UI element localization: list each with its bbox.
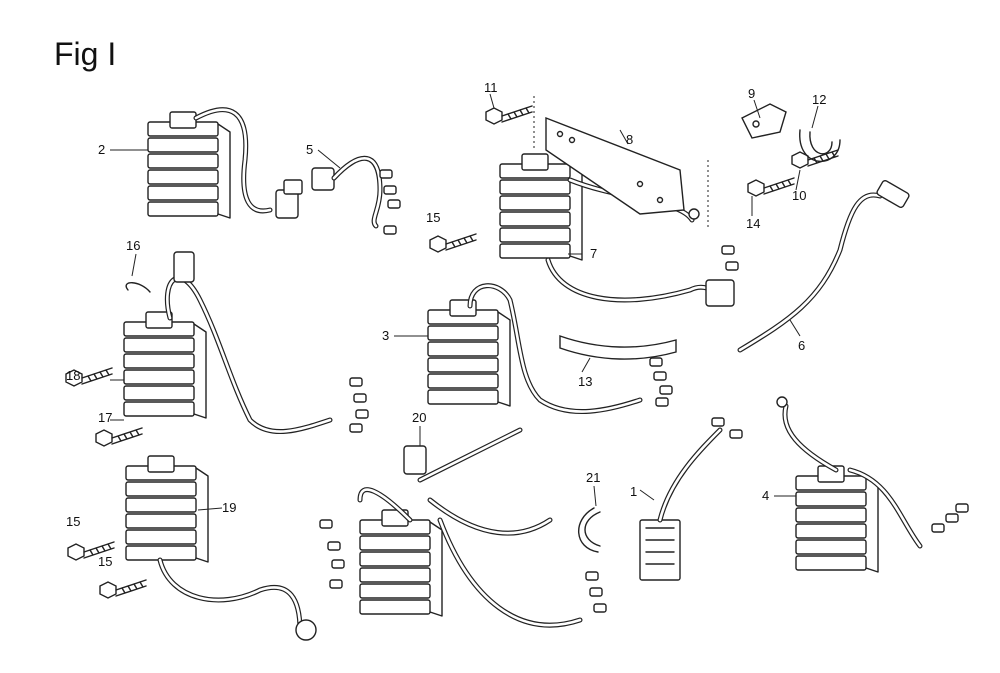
callout-6: 6 (798, 338, 805, 353)
callout-10: 10 (792, 188, 806, 203)
callout-19: 19 (222, 500, 236, 515)
callout-7: 7 (590, 246, 597, 261)
callout-15-bottom: 15 (98, 554, 112, 569)
callout-1: 1 (630, 484, 637, 499)
callout-12: 12 (812, 92, 826, 107)
callout-labels: 1 2 3 4 5 6 7 8 9 10 11 12 13 14 15 15 1… (66, 80, 826, 569)
callout-3: 3 (382, 328, 389, 343)
callout-21: 21 (586, 470, 600, 485)
callout-9: 9 (748, 86, 755, 101)
callout-16: 16 (126, 238, 140, 253)
bolt-part-11 (485, 105, 533, 125)
callout-13: 13 (578, 374, 592, 389)
callout-18: 18 (66, 368, 80, 383)
callout-17: 17 (98, 410, 112, 425)
callout-11: 11 (484, 80, 498, 95)
bolt-part-15-top (429, 233, 477, 253)
figure-title: Fig I (54, 36, 117, 72)
callout-15-top: 15 (426, 210, 440, 225)
pad-part-13 (559, 335, 677, 360)
regulator-part-16-17-18 (65, 251, 369, 447)
leader-lines (110, 93, 819, 511)
callout-4: 4 (762, 488, 769, 503)
clip-part-9 (741, 103, 787, 139)
regulator-part-1 (639, 417, 743, 581)
regulator-part-20 (357, 427, 607, 628)
cable-part-6 (737, 179, 910, 353)
callout-5: 5 (306, 142, 313, 157)
regulator-part-3 (427, 283, 673, 414)
bolt-part-14 (747, 177, 795, 197)
regulator-part-7 (499, 153, 739, 307)
callout-15-mid: 15 (66, 514, 80, 529)
clamp-part-12 (799, 129, 841, 163)
regulator-part-19 (67, 455, 345, 641)
bracket-part-8 (545, 116, 685, 215)
regulator-part-4 (776, 396, 969, 573)
harness-part-5 (311, 156, 401, 235)
clip-part-21 (578, 507, 601, 553)
callout-20: 20 (412, 410, 426, 425)
callout-2: 2 (98, 142, 105, 157)
regulator-part-2 (147, 107, 303, 219)
callout-14: 14 (746, 216, 760, 231)
callout-8: 8 (626, 132, 633, 147)
